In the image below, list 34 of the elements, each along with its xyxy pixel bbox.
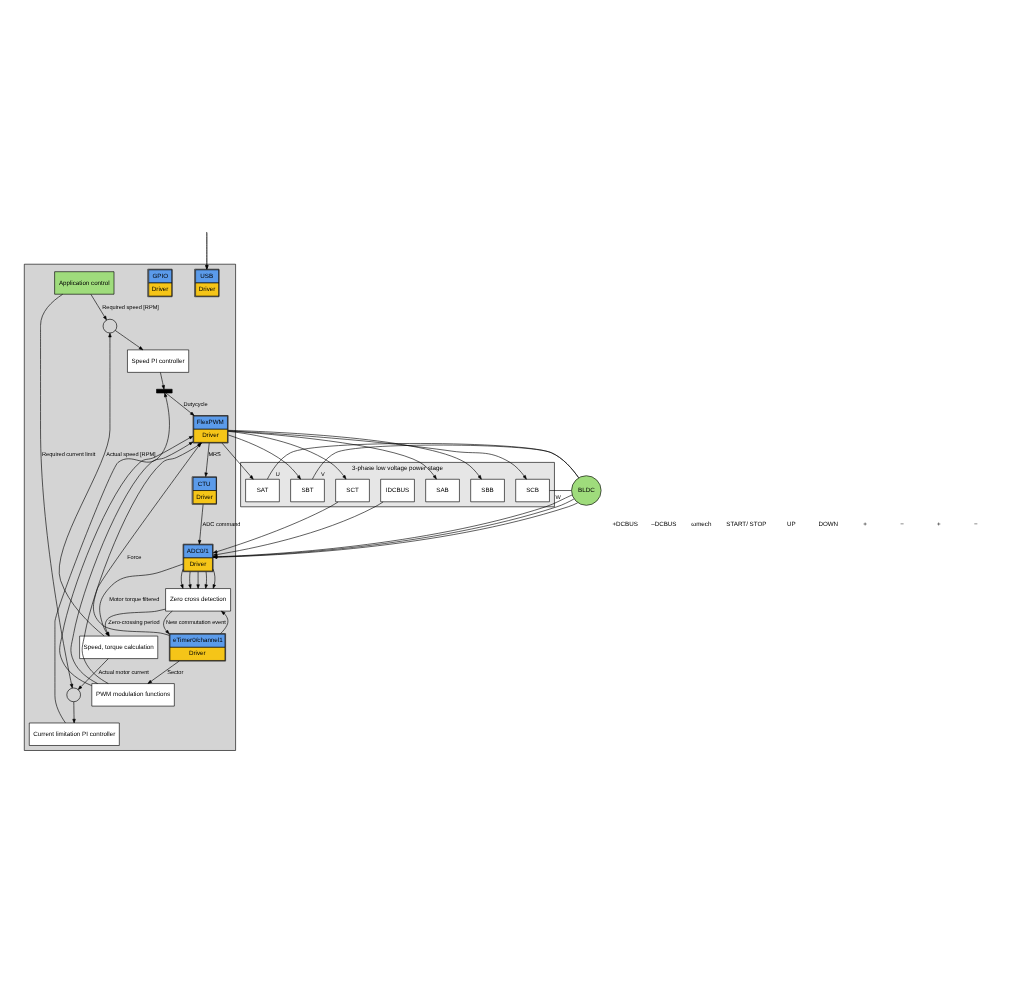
- arrow: [180, 568, 184, 589]
- arrow: [213, 501, 384, 557]
- arrow: [221, 442, 254, 480]
- arrow: [54, 392, 170, 724]
- arrow: [160, 372, 165, 390]
- arrow: [78, 658, 109, 690]
- arrow: [227, 430, 437, 480]
- arrow: [40, 293, 74, 689]
- arrow: [165, 392, 195, 416]
- node-bar: [156, 388, 173, 394]
- arrow: [58, 332, 112, 637]
- arrow: [227, 431, 347, 480]
- arrow: [99, 563, 184, 637]
- connector: [267, 443, 579, 480]
- arrow: [72, 701, 76, 724]
- connector: [549, 490, 572, 491]
- connector: [312, 444, 579, 480]
- arrow: [212, 568, 216, 589]
- arrow: [147, 660, 180, 684]
- arrow: [196, 571, 200, 589]
- arrow: [188, 571, 192, 589]
- arrow: [228, 434, 301, 480]
- arrow: [163, 610, 173, 634]
- arrow: [198, 504, 204, 545]
- arrow: [220, 610, 229, 634]
- node-circle: [102, 318, 118, 334]
- arrow: [205, 232, 209, 270]
- arrow: [212, 501, 339, 554]
- arrow: [105, 608, 166, 637]
- arrow: [204, 442, 210, 477]
- arrow: [114, 330, 144, 351]
- arrow: [93, 442, 202, 636]
- arrow: [204, 571, 208, 589]
- arrow: [90, 294, 107, 321]
